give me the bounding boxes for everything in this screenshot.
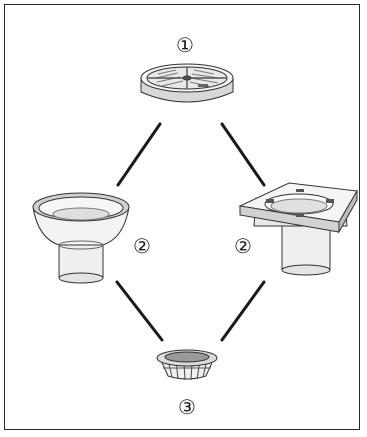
connector-lines [115, 122, 266, 342]
round-body-icon [32, 192, 130, 284]
callout-grate: ① [176, 33, 194, 57]
grate-icon [140, 63, 234, 103]
diagram-frame [4, 4, 360, 430]
connector-square-body-to-basket [220, 280, 266, 342]
connector-grate-to-round-body [116, 122, 162, 187]
square-body-icon [238, 182, 358, 276]
callout-basket: ③ [178, 395, 196, 419]
connector-round-body-to-basket [115, 280, 164, 342]
callout-round-body: ② [133, 234, 151, 258]
connector-grate-to-square-body [220, 122, 266, 187]
basket-icon [156, 349, 218, 381]
callout-square-body: ② [234, 234, 252, 258]
